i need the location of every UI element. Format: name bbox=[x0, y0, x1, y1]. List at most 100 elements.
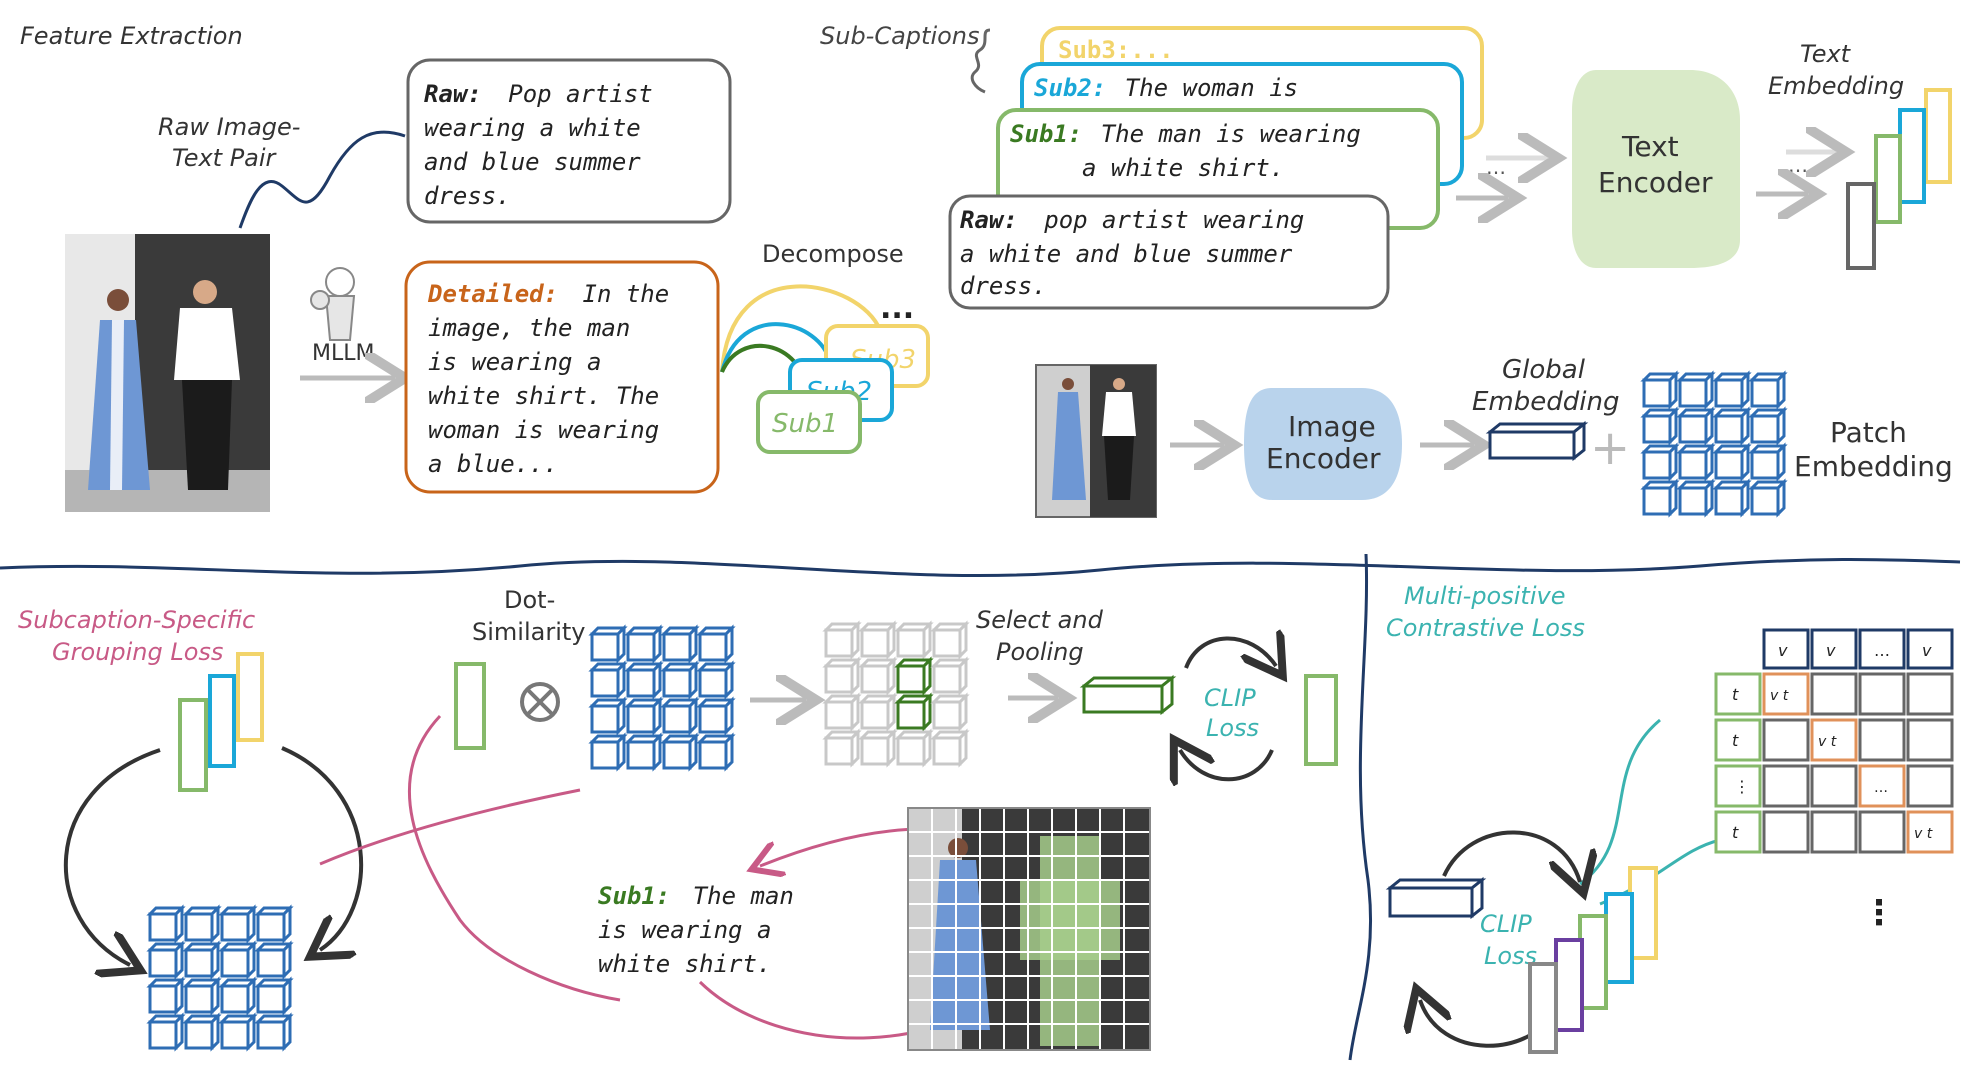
clip-cycle-bottom bbox=[1180, 750, 1274, 779]
patch-embedding-label-2: Embedding bbox=[1794, 450, 1953, 483]
grouping-cycle-arrow-right bbox=[281, 746, 364, 950]
contrastive-text-bars bbox=[1528, 866, 1658, 1054]
mllm-robot-icon bbox=[310, 267, 356, 341]
stack-sub1-prefix: Sub1: bbox=[1010, 120, 1082, 148]
matrix-row-header: t bbox=[1732, 685, 1739, 704]
svg-text:Raw: Pop artist: Raw: Pop artist bbox=[424, 80, 653, 108]
text-embedding-bars bbox=[1846, 88, 1952, 270]
raw-pair-label-2: Text Pair bbox=[172, 144, 278, 172]
clip-cycle-top bbox=[1184, 638, 1276, 668]
detailed-caption-line: a blue... bbox=[428, 450, 558, 478]
contrastive-cycle-top bbox=[1442, 830, 1580, 882]
matrix-col-header: v bbox=[1826, 641, 1836, 660]
teal-connector-1 bbox=[1579, 718, 1661, 886]
clip-loss-label-1: CLIP bbox=[1204, 684, 1256, 712]
sub-captions-squiggle bbox=[970, 28, 991, 94]
similarity-matrix bbox=[1714, 628, 1954, 854]
decompose-ellipsis: ... bbox=[880, 291, 914, 326]
svg-text:Sub2: The woman is: Sub2: The woman is bbox=[1034, 74, 1298, 102]
stack-sub3: Sub3:... bbox=[1058, 36, 1174, 64]
matrix-diag-cell: v t bbox=[1818, 734, 1837, 750]
plus-sign: + bbox=[1590, 420, 1630, 476]
patch-embedding-label-1: Patch bbox=[1830, 416, 1907, 449]
section-divider bbox=[0, 558, 1961, 578]
detailed-caption-prefix: Detailed: bbox=[427, 280, 558, 308]
global-embedding-label-1: Global bbox=[1502, 355, 1586, 385]
image-encoder-label-1: Image bbox=[1288, 410, 1376, 443]
raw-pair-connector bbox=[238, 130, 406, 229]
detailed-caption-line: In the bbox=[583, 280, 670, 308]
matrix-vdots: ⋮ bbox=[1862, 893, 1896, 933]
detailed-caption-line: image, the man bbox=[428, 314, 630, 342]
pooled-embedding-bar bbox=[1079, 674, 1177, 716]
contrastive-global-bar bbox=[1385, 876, 1487, 920]
dot-similarity-label-1: Dot- bbox=[504, 586, 555, 614]
matrix-col-header: … bbox=[1874, 641, 1890, 660]
raw-caption-line: dress. bbox=[424, 182, 511, 210]
detailed-caption-box bbox=[404, 260, 720, 494]
decompose-line-yellow bbox=[720, 284, 882, 373]
sub1-tag-box bbox=[756, 390, 862, 454]
grouping-text-bars bbox=[178, 652, 264, 792]
bottom-sub1-line: is wearing a bbox=[598, 916, 771, 944]
stack-sub1-line: a white shirt. bbox=[1082, 154, 1284, 182]
matrix-col-header: v bbox=[1778, 641, 1788, 660]
raw-pair-label-1: Raw Image- bbox=[158, 113, 300, 141]
stack-sub2: The woman is bbox=[1125, 74, 1298, 102]
query-text-bar bbox=[454, 662, 486, 750]
matrix-row-header: t bbox=[1732, 823, 1739, 842]
dot-similarity-label-2: Similarity bbox=[472, 618, 585, 646]
sub-captions-label: Sub-Captions bbox=[820, 22, 980, 50]
detailed-caption-line: white shirt. The bbox=[428, 382, 659, 410]
clip-text-bar bbox=[1304, 674, 1338, 766]
stack-raw-box bbox=[948, 194, 1390, 310]
dot-product-icon bbox=[520, 682, 560, 722]
grounded-photo bbox=[907, 807, 1151, 1051]
svg-text:Detailed: In the: Detailed: In the bbox=[427, 280, 669, 308]
stack-raw-line: pop artist wearing bbox=[1043, 206, 1304, 234]
text-encoder-label-1: Text bbox=[1621, 130, 1679, 163]
multi-positive-label-2: Contrastive Loss bbox=[1386, 614, 1585, 642]
text-encoder-label-2: Encoder bbox=[1598, 166, 1713, 199]
raw-caption-prefix: Raw: bbox=[424, 80, 482, 108]
sub1-tag: Sub1 bbox=[772, 409, 838, 439]
grouping-patch-grid bbox=[148, 906, 292, 1050]
grouping-loss-label-1: Subcaption-Specific bbox=[18, 606, 255, 634]
contrastive-clip-label-1: CLIP bbox=[1480, 910, 1532, 938]
selected-patch-grid bbox=[824, 622, 968, 766]
text-emb-dots: … bbox=[1788, 153, 1808, 177]
column-divider bbox=[1348, 553, 1372, 1061]
decompose-label: Decompose bbox=[762, 240, 904, 268]
stack-sub2-prefix: Sub2: bbox=[1034, 74, 1106, 102]
input-photo-small bbox=[1035, 364, 1157, 518]
bottom-sub1-prefix: Sub1: bbox=[598, 882, 670, 910]
image-encoder-label-2: Encoder bbox=[1266, 442, 1381, 475]
detailed-caption-line: is wearing a bbox=[428, 348, 601, 376]
text-embedding-label-1: Text bbox=[1800, 40, 1852, 68]
svg-text:Sub1: The man: Sub1: The man bbox=[598, 882, 794, 910]
stack-raw-line: a white and blue summer bbox=[960, 240, 1293, 268]
decompose-line-cyan bbox=[720, 322, 832, 373]
matrix-row-header: t bbox=[1732, 731, 1739, 750]
matrix-row-header: ⋮ bbox=[1734, 777, 1750, 796]
matrix-col-header: v bbox=[1922, 641, 1932, 660]
feature-extraction-label: Feature Extraction bbox=[20, 22, 243, 50]
grouping-pink-curve bbox=[319, 714, 621, 1002]
svg-text:Sub1: The man is wearing: Sub1: The man is wearing bbox=[1010, 120, 1361, 148]
raw-caption-line: Pop artist bbox=[508, 80, 653, 108]
raw-caption-line: wearing a white bbox=[424, 114, 641, 142]
bottom-sub1-line: The man bbox=[693, 882, 794, 910]
stack-sub1-line: The man is wearing bbox=[1101, 120, 1361, 148]
select-pooling-label-2: Pooling bbox=[996, 638, 1084, 666]
matrix-diag-cell: … bbox=[1874, 780, 1888, 796]
input-photo bbox=[65, 234, 270, 512]
svg-text:Raw: pop artist wearing: Raw: pop artist wearing bbox=[960, 206, 1304, 234]
clip-loss-label-2: Loss bbox=[1206, 714, 1259, 742]
patch-embedding-grid bbox=[1642, 372, 1786, 516]
global-embedding-bar bbox=[1485, 420, 1589, 462]
global-embedding-label-2: Embedding bbox=[1472, 387, 1619, 417]
image-encoder-block bbox=[1244, 388, 1402, 500]
similarity-patch-grid bbox=[590, 626, 734, 770]
stack-raw-prefix: Raw: bbox=[960, 206, 1018, 234]
